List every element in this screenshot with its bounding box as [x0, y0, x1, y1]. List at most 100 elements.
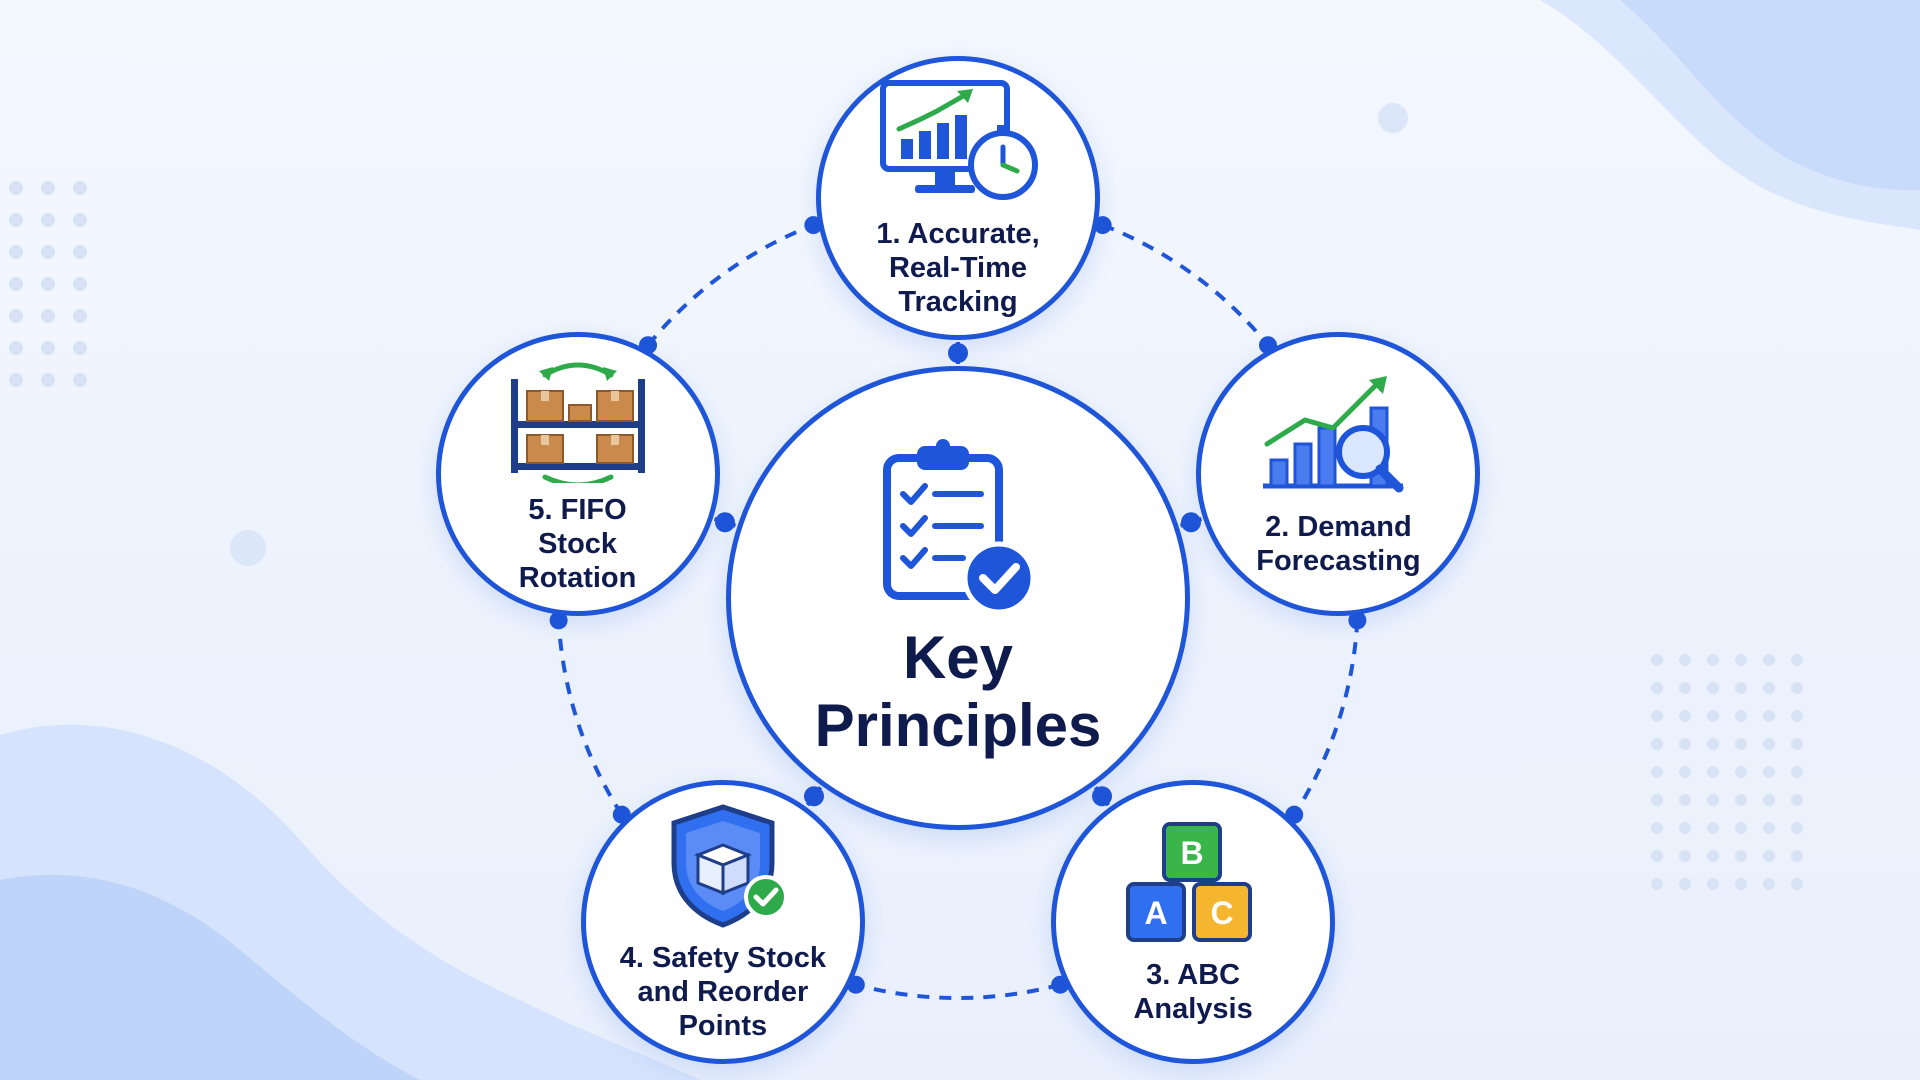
- connector-dot: [948, 343, 968, 363]
- decor-dot: [1763, 738, 1775, 750]
- connector-dot: [803, 786, 824, 807]
- decor-dot: [41, 181, 55, 195]
- decor-dot: [1735, 878, 1747, 890]
- decor-dot: [1651, 738, 1663, 750]
- decor-dot: [1651, 654, 1663, 666]
- decor-dot: [1735, 654, 1747, 666]
- decor-dot: [1735, 738, 1747, 750]
- decor-dot: [1791, 738, 1803, 750]
- decor-dot: [1707, 850, 1719, 862]
- shield-box-check-icon: [671, 803, 788, 928]
- decor-dot: [1707, 822, 1719, 834]
- decor-dot: [1679, 878, 1691, 890]
- decor-dot: [1707, 738, 1719, 750]
- decor-dot: [1735, 794, 1747, 806]
- decor-dot: [1763, 766, 1775, 778]
- decor-dot: [73, 309, 87, 323]
- decor-dot: [41, 341, 55, 355]
- decor-dot: [73, 245, 87, 259]
- decor-dot: [1679, 682, 1691, 694]
- ring-connector-arc: [1292, 620, 1360, 816]
- decor-dot: [1651, 766, 1663, 778]
- decor-dot: [1707, 794, 1719, 806]
- decor-dot: [41, 373, 55, 387]
- decor-dot: [9, 181, 23, 195]
- decor-dot: [1679, 766, 1691, 778]
- center-title: Key Principles: [814, 624, 1102, 759]
- decor-dot: [1679, 738, 1691, 750]
- bar-chart-magnifier-icon: [1263, 376, 1404, 493]
- decor-dot: [1651, 878, 1663, 890]
- decor-dot: [1679, 850, 1691, 862]
- ring-connector-arc: [855, 982, 1061, 1000]
- decor-dot: [1679, 654, 1691, 666]
- decor-dot: [1763, 822, 1775, 834]
- principle-label: 4. Safety Stock and Reorder Points: [619, 941, 827, 1042]
- ring-connector-arc: [556, 620, 624, 816]
- svg-text:C: C: [1211, 895, 1234, 931]
- svg-text:A: A: [1145, 895, 1168, 931]
- decor-dot: [1763, 710, 1775, 722]
- decor-dot: [1763, 682, 1775, 694]
- decor-dot: [73, 277, 87, 291]
- decor-dot: [41, 309, 55, 323]
- decor-dot: [1735, 766, 1747, 778]
- decor-dot: [1763, 850, 1775, 862]
- principle-label: 5. FIFO Stock Rotation: [518, 494, 637, 595]
- principle-node-abc-analysis: B A C 3. ABC Analysis: [1051, 779, 1336, 1064]
- decor-dot: [1707, 766, 1719, 778]
- decor-dot: [1707, 682, 1719, 694]
- decor-dot: [73, 373, 87, 387]
- decor-dot: [1763, 878, 1775, 890]
- decor-dot: [1735, 822, 1747, 834]
- monitor-chart-clock-icon: [880, 80, 1038, 200]
- decor-dot: [1791, 878, 1803, 890]
- ring-connector-arc: [646, 223, 815, 347]
- decor-dot: [1791, 850, 1803, 862]
- shelf-boxes-rotation-icon: [510, 363, 645, 484]
- clipboard-check-icon: [883, 439, 1036, 615]
- decor-dot: [9, 341, 23, 355]
- decor-dot: [1651, 710, 1663, 722]
- connector-dot: [1181, 512, 1202, 533]
- decor-dot: [1791, 654, 1803, 666]
- decor-dot: [1735, 850, 1747, 862]
- decor-dot: [1791, 710, 1803, 722]
- principle-node-demand-forecasting: 2. Demand Forecasting: [1196, 332, 1481, 617]
- decor-dot: [1679, 710, 1691, 722]
- decor-dot: [1651, 822, 1663, 834]
- decor-dot: [1707, 654, 1719, 666]
- principle-node-fifo-rotation: 5. FIFO Stock Rotation: [435, 332, 720, 617]
- decor-dot: [1707, 878, 1719, 890]
- decor-dot: [9, 309, 23, 323]
- decor-dot: [1791, 794, 1803, 806]
- decor-dot: [1679, 794, 1691, 806]
- connector-dot: [714, 512, 735, 533]
- principle-node-safety-stock: 4. Safety Stock and Reorder Points: [580, 779, 865, 1064]
- decor-dot: [9, 277, 23, 291]
- decor-dot: [73, 181, 87, 195]
- decor-dot: [9, 373, 23, 387]
- decor-dot: [1763, 794, 1775, 806]
- connector-dot: [549, 611, 568, 630]
- ring-connector-arc: [1101, 223, 1270, 347]
- abc-blocks-icon: B A C: [1126, 821, 1253, 942]
- decor-dot: [1651, 682, 1663, 694]
- decor-dot: [41, 213, 55, 227]
- connector-dot: [1348, 611, 1367, 630]
- decor-dot: [1651, 794, 1663, 806]
- principle-label: 1. Accurate, Real-Time Tracking: [876, 218, 1040, 318]
- principle-label: 3. ABC Analysis: [1133, 958, 1253, 1025]
- principle-node-accurate-tracking: 1. Accurate, Real-Time Tracking: [816, 56, 1100, 340]
- decor-dot: [41, 277, 55, 291]
- center-node: Key Principles: [726, 366, 1190, 830]
- decor-dot: [1735, 710, 1747, 722]
- decor-dot: [1791, 682, 1803, 694]
- decor-dot: [1791, 766, 1803, 778]
- decor-dot: [1707, 710, 1719, 722]
- decor-dot: [41, 245, 55, 259]
- decor-dot: [9, 213, 23, 227]
- decor-dot: [1735, 682, 1747, 694]
- decor-dot: [1763, 654, 1775, 666]
